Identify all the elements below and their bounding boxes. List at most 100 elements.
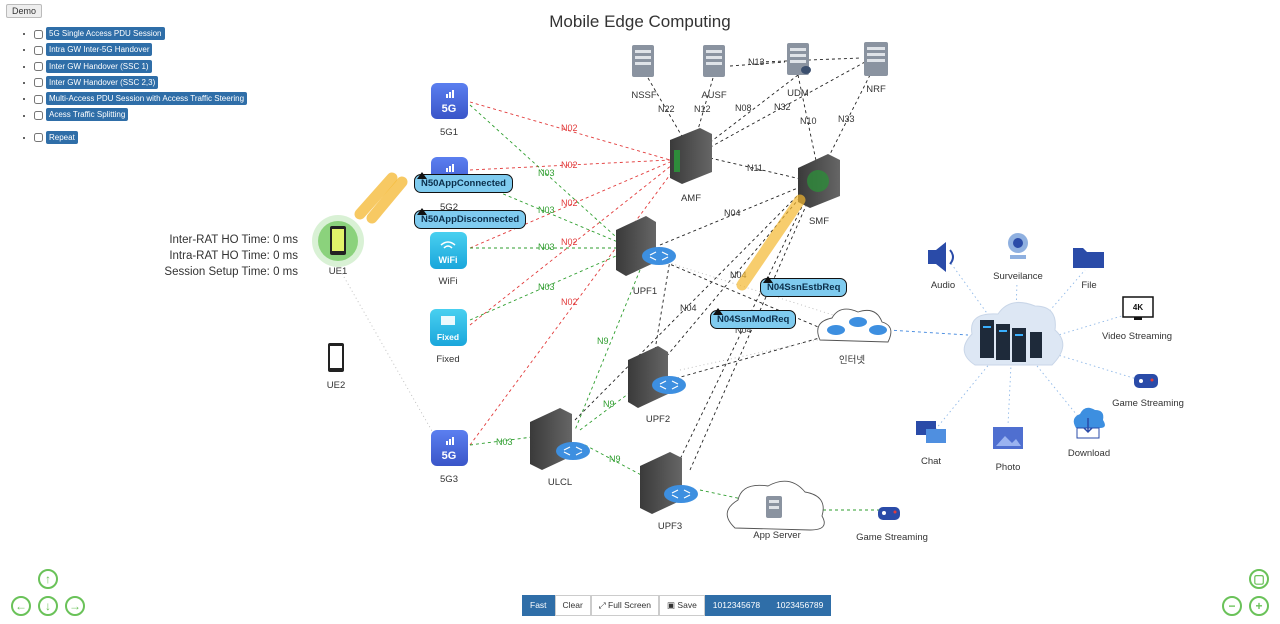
app-server-cloud-icon[interactable]	[726, 480, 825, 531]
ue1-phone-icon[interactable]	[312, 215, 364, 267]
5g1-tower-icon[interactable]: 5G	[431, 83, 468, 119]
smf-server-icon[interactable]	[798, 154, 840, 208]
download-cloud-icon[interactable]	[1073, 407, 1105, 439]
edge-label: N03	[538, 205, 555, 215]
full-screen-label: Full Screen	[608, 600, 652, 610]
fast-button[interactable]: Fast	[522, 595, 555, 616]
edge-label: N10	[800, 116, 817, 126]
signaling-edges	[574, 57, 871, 481]
wifi-access-icon[interactable]: WiFi	[430, 232, 467, 269]
scenario-label[interactable]: Inter GW Handover (SSC 1)	[46, 59, 152, 73]
upf2-label: UPF2	[646, 414, 670, 425]
edge-label: N32	[774, 102, 791, 112]
chat-bubble-icon[interactable]	[916, 421, 946, 443]
edge-label: N9	[609, 454, 621, 464]
surveillance-camera-icon[interactable]	[1008, 233, 1028, 259]
zoom-out-icon[interactable]: −	[1222, 596, 1242, 616]
number-button-2[interactable]: 1023456789	[768, 595, 832, 616]
session-setup-time: Session Setup Time: 0 ms	[164, 266, 298, 278]
amf-server-icon[interactable]	[670, 128, 712, 184]
fit-view-icon[interactable]: ▢	[1249, 569, 1269, 589]
nrf-server-icon[interactable]	[864, 42, 888, 76]
scenario-checkbox[interactable]	[34, 29, 43, 39]
scenario-label[interactable]: Intra GW Inter-5G Handover	[46, 43, 153, 57]
upf3-router-icon[interactable]	[640, 452, 698, 514]
ue2-label: UE2	[327, 380, 345, 391]
game-streaming-bottom-label: Game Streaming	[856, 532, 928, 543]
n50-app-connected-tooltip: N50AppConnected	[414, 172, 513, 193]
scenario-label[interactable]: Acess Traffic Splitting	[46, 108, 129, 122]
ausf-label: AUSF	[701, 90, 727, 101]
n2-edges	[469, 101, 676, 446]
5g3-tower-icon[interactable]: 5G	[431, 430, 468, 466]
udm-server-icon[interactable]	[787, 43, 811, 75]
scenario-checkbox[interactable]	[34, 78, 43, 88]
photo-icon[interactable]	[993, 427, 1023, 449]
upf2-router-icon[interactable]	[628, 346, 686, 408]
wifi-label: WiFi	[439, 276, 458, 287]
edge-datacenter-cloud-icon[interactable]	[963, 301, 1064, 366]
page-title: Mobile Edge Computing	[549, 12, 731, 31]
scenario-item: Inter GW Handover (SSC 2,3)	[34, 75, 247, 92]
edge-label: N9	[597, 336, 609, 346]
full-screen-button[interactable]: ⤢ Full Screen	[590, 595, 660, 616]
scenario-label[interactable]: Multi-Access PDU Session with Access Tra…	[46, 92, 248, 106]
scenario-label[interactable]: 5G Single Access PDU Session	[46, 27, 165, 40]
audio-speaker-icon[interactable]	[928, 242, 954, 272]
scenario-item: Acess Traffic Splitting	[34, 108, 247, 124]
5g1-label: 5G1	[440, 127, 458, 138]
repeat-item: Repeat	[34, 130, 247, 147]
n50-app-disconnected-tooltip: N50AppDisconnected	[414, 208, 527, 229]
nrf-label: NRF	[866, 84, 886, 95]
upf3-label: UPF3	[658, 521, 682, 532]
scenario-checkbox[interactable]	[34, 45, 43, 55]
gamepad-icon[interactable]	[1134, 374, 1158, 388]
edge-label: N04	[735, 325, 752, 335]
edge-label: N22	[658, 104, 675, 114]
ausf-server-icon[interactable]	[703, 45, 725, 77]
save-button[interactable]: ▣ Save	[659, 595, 705, 616]
edge-label: N02	[561, 237, 578, 247]
n3-labels: N03 N03 N03 N03 N03 N9 N9 N9	[496, 168, 621, 464]
4k-monitor-icon[interactable]: 4K	[1122, 296, 1154, 320]
ulcl-router-icon[interactable]	[530, 408, 590, 470]
demo-button[interactable]: Demo	[6, 4, 43, 18]
folder-icon[interactable]	[1073, 248, 1104, 268]
pan-left-icon[interactable]: ←	[11, 596, 31, 616]
surveillance-label: Surveilance	[993, 271, 1043, 282]
scenario-checkbox[interactable]	[34, 110, 43, 120]
wifi-icon-text: WiFi	[439, 255, 458, 265]
scenario-checkbox[interactable]	[34, 62, 43, 72]
save-icon: ▣	[667, 600, 678, 610]
scenario-item: Intra GW Inter-5G Handover	[34, 43, 247, 59]
signaling-labels: N22 N12 N08 N13 N32 N10 N33 N11 N04 N04 …	[658, 57, 855, 335]
edge-label: N02	[561, 160, 578, 170]
udm-label: UDM	[787, 88, 809, 99]
scenario-checkbox[interactable]	[34, 94, 43, 104]
ue1-label: UE1	[329, 266, 347, 277]
nssf-server-icon[interactable]	[632, 45, 654, 77]
file-label: File	[1081, 280, 1096, 291]
edge-label: N9	[603, 399, 615, 409]
pan-right-icon[interactable]: →	[65, 596, 85, 616]
upf1-router-icon[interactable]	[616, 216, 676, 276]
number-button-1[interactable]: 1012345678	[704, 595, 769, 616]
fixed-access-icon[interactable]: Fixed	[430, 309, 467, 346]
gamepad-icon[interactable]	[878, 507, 900, 520]
ue2-phone-icon[interactable]	[328, 343, 344, 372]
scenario-label[interactable]: Inter GW Handover (SSC 2,3)	[46, 75, 159, 89]
clear-button[interactable]: Clear	[554, 595, 591, 616]
repeat-checkbox[interactable]	[34, 133, 43, 143]
expand-icon: ⤢	[598, 600, 609, 610]
bottom-toolbar: Fast Clear ⤢ Full Screen ▣ Save 10123456…	[522, 595, 832, 616]
zoom-in-icon[interactable]: +	[1249, 596, 1269, 616]
fixed-label: Fixed	[436, 354, 459, 365]
edge-label: N11	[747, 163, 763, 173]
repeat-label[interactable]: Repeat	[46, 130, 78, 144]
pan-up-icon[interactable]: ↑	[38, 569, 58, 589]
signal-animation-bars	[354, 172, 806, 291]
video-streaming-label: Video Streaming	[1102, 331, 1172, 342]
internet-cloud-icon[interactable]	[817, 308, 892, 343]
pan-down-icon[interactable]: ↓	[38, 596, 58, 616]
edge-label: N02	[561, 123, 578, 133]
